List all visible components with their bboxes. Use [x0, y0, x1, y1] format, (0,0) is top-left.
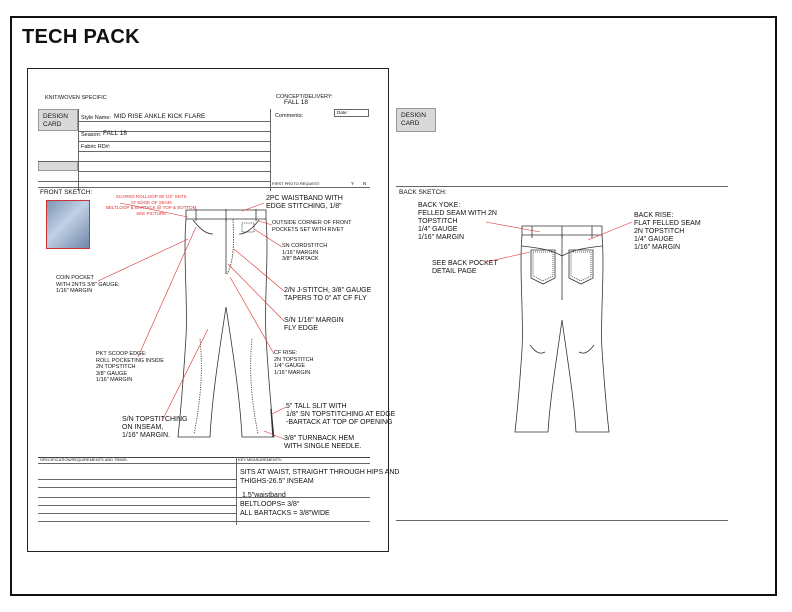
- back-sketch-label: BACK SKETCH:: [399, 189, 447, 196]
- jstitch-callout: 2/N J-STITCH, 3/8" GAUGE TAPERS TO 0" AT…: [284, 287, 372, 302]
- back-design-card-box: DESIGN CARD: [396, 108, 436, 132]
- meas-line-2: THIGHS-26.5" INSEAM: [240, 478, 314, 485]
- spec-header: SPECIFICATION/REQUIREMENTS AND TRIMS:: [40, 457, 128, 462]
- waistband-callout: 2PC WAISTBAND WITH EDGE STITCHING, 1/8": [266, 195, 343, 210]
- front-sheet: KNIT/WOVEN SPECIFIC CONCEPT/DELIVERY: FA…: [27, 68, 399, 552]
- fly-edge-callout: S/N 1/16" MARGIN FLY EDGE: [284, 317, 344, 332]
- meas-line-5: ALL BARTACKS = 3/8"WIDE: [240, 510, 330, 517]
- meas-line-3: 1.5"waistband: [242, 492, 286, 499]
- design-card-box: DESIGN CARD: [38, 109, 78, 131]
- page-frame: [10, 16, 777, 596]
- season-label: Season:: [81, 132, 102, 138]
- back-rise-callout: BACK RISE: FLAT FELLED SEAM 2N TOPSTITCH…: [634, 212, 701, 251]
- coin-pocket-callout: COIN POCKET WITH 2NTS 3/8" GAUGE; 1/16" …: [56, 275, 120, 294]
- front-sketch-label: FRONT SKETCH:: [40, 189, 93, 196]
- first-proto-label: FIRST PROTO REQUEST:: [272, 181, 320, 186]
- fabric-label: Fabric RD#:: [81, 144, 111, 150]
- date-box: Date:: [334, 109, 369, 117]
- meas-header: KEY MEASUREMENTS:: [238, 457, 282, 462]
- beltloop-note: SCARED ROLLOOP W/ 1/4" SNTS AT EDGE OF S…: [106, 194, 197, 216]
- season-value: FALL 18: [103, 130, 127, 137]
- no-label: N: [363, 181, 367, 186]
- concept-value: FALL 18: [284, 99, 308, 106]
- outside-corner-callout: OUTSIDE CORNER OF FRONT POCKETS SET WITH…: [272, 220, 352, 233]
- turnback-callout: 3/8" TURNBACK HEM WITH SINGLE NEEDLE.: [284, 435, 362, 450]
- knit-woven-label: KNIT/WOVEN SPECIFIC: [45, 95, 107, 101]
- meas-line-4: BELTLOOPS= 3/8": [240, 501, 300, 508]
- style-value: MID RISE ANKLE KICK FLARE: [114, 113, 206, 120]
- cf-rise-callout: CF RISE: 2N TOPSTITCH 1/4" GAUGE 1/16" M…: [274, 350, 314, 376]
- inseam-callout: S/N TOPSTITCHING ON INSEAM, 1/16" MARGIN…: [122, 416, 188, 439]
- style-label: Style Name:: [81, 115, 111, 121]
- meas-line-1: SITS AT WAIST, STRAIGHT THROUGH HIPS AND: [240, 469, 400, 476]
- pkt-scoop-callout: PKT SCOOP EDGE: ROLL POCKETING INSIDE 2N…: [96, 351, 164, 383]
- fabric-swatch-image: [46, 200, 90, 249]
- concept-label: CONCEPT/DELIVERY:: [276, 94, 333, 100]
- back-yoke-callout: BACK YOKE: FELLED SEAM WITH 2N TOPSTITCH…: [418, 202, 497, 241]
- page-title: TECH PACK: [22, 26, 140, 48]
- comments-label: Comments:: [275, 113, 304, 119]
- yes-label: Y: [351, 181, 355, 186]
- back-pocket-callout: SEE BACK POCKET DETAIL PAGE: [432, 260, 498, 275]
- front-jeans-sketch: [97, 202, 287, 440]
- slit-callout: 5" TALL SLIT WITH 1/8" SN TOPSTITCHING A…: [286, 403, 396, 426]
- sn-cordstitch-callout: SN CORDSTITCH 1/16" MARGIN 3/8" BARTACK: [282, 243, 328, 262]
